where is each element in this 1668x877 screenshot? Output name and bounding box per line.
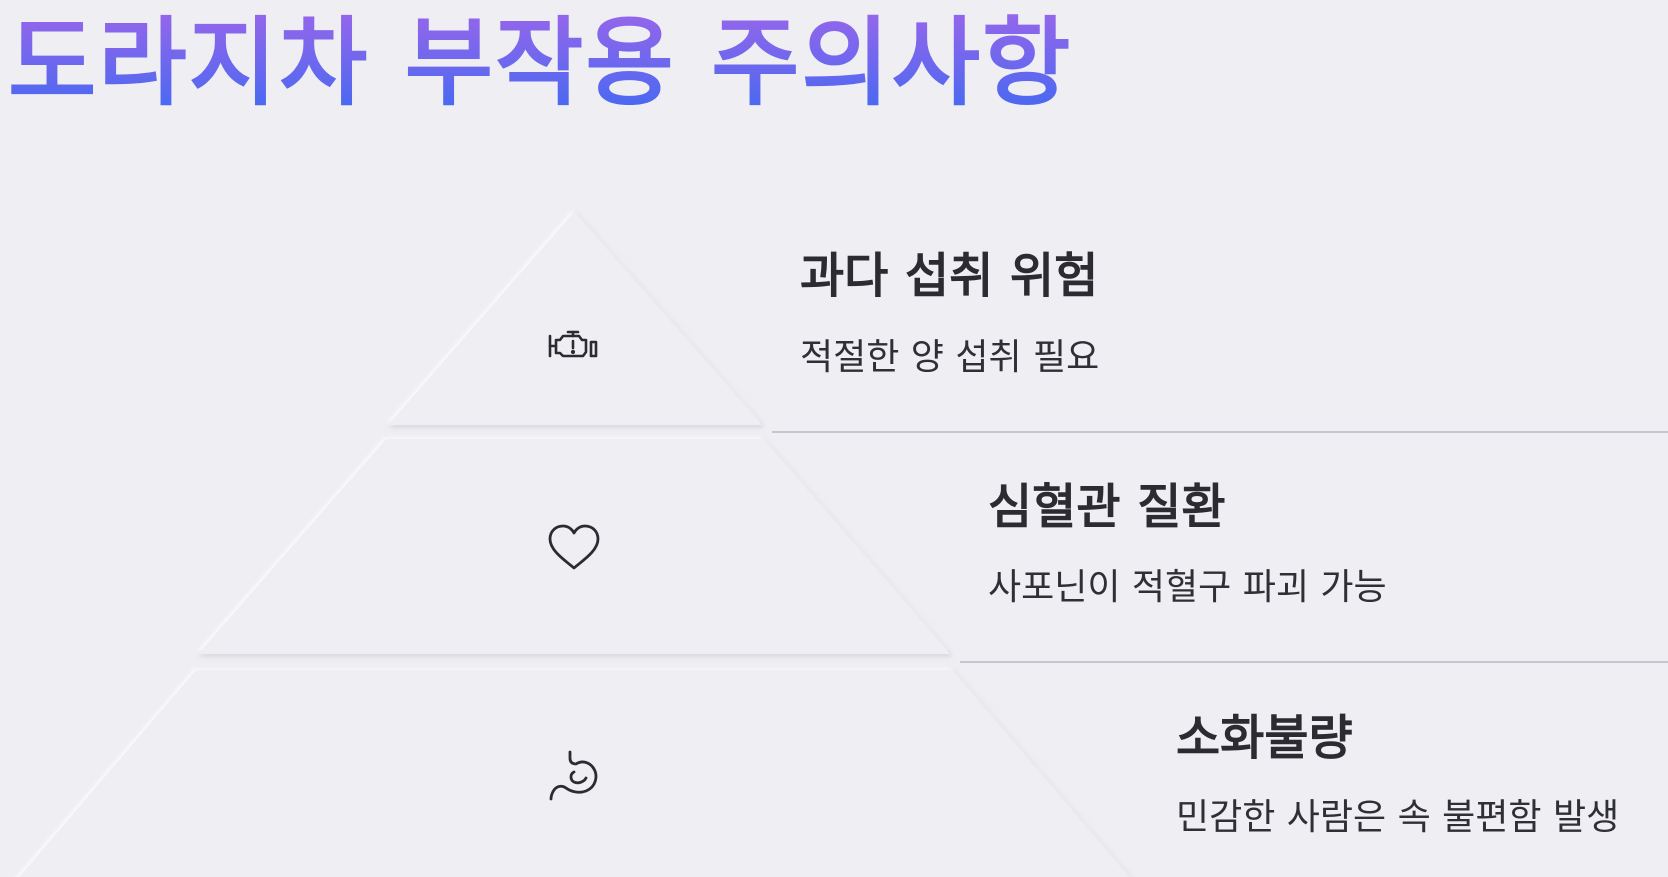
stomach-icon <box>544 748 604 808</box>
level-3-title: 소화불량 <box>1176 710 1353 766</box>
level-2-title: 심혈관 질환 <box>988 479 1226 535</box>
engine-warning-icon <box>544 318 604 378</box>
level-3-description: 민감한 사람은 속 불편함 발생 <box>1176 797 1620 838</box>
level-1-title: 과다 섭취 위험 <box>800 248 1099 304</box>
pyramid-tier-middle <box>198 439 950 654</box>
level-1-description: 적절한 양 섭취 필요 <box>800 337 1100 378</box>
page-title: 도라지차 부작용 주의사항 <box>8 6 1072 121</box>
heart-icon <box>544 518 604 578</box>
level-2-description: 사포닌이 적혈구 파괴 가능 <box>988 567 1387 608</box>
pyramid-tier-top <box>388 212 762 425</box>
